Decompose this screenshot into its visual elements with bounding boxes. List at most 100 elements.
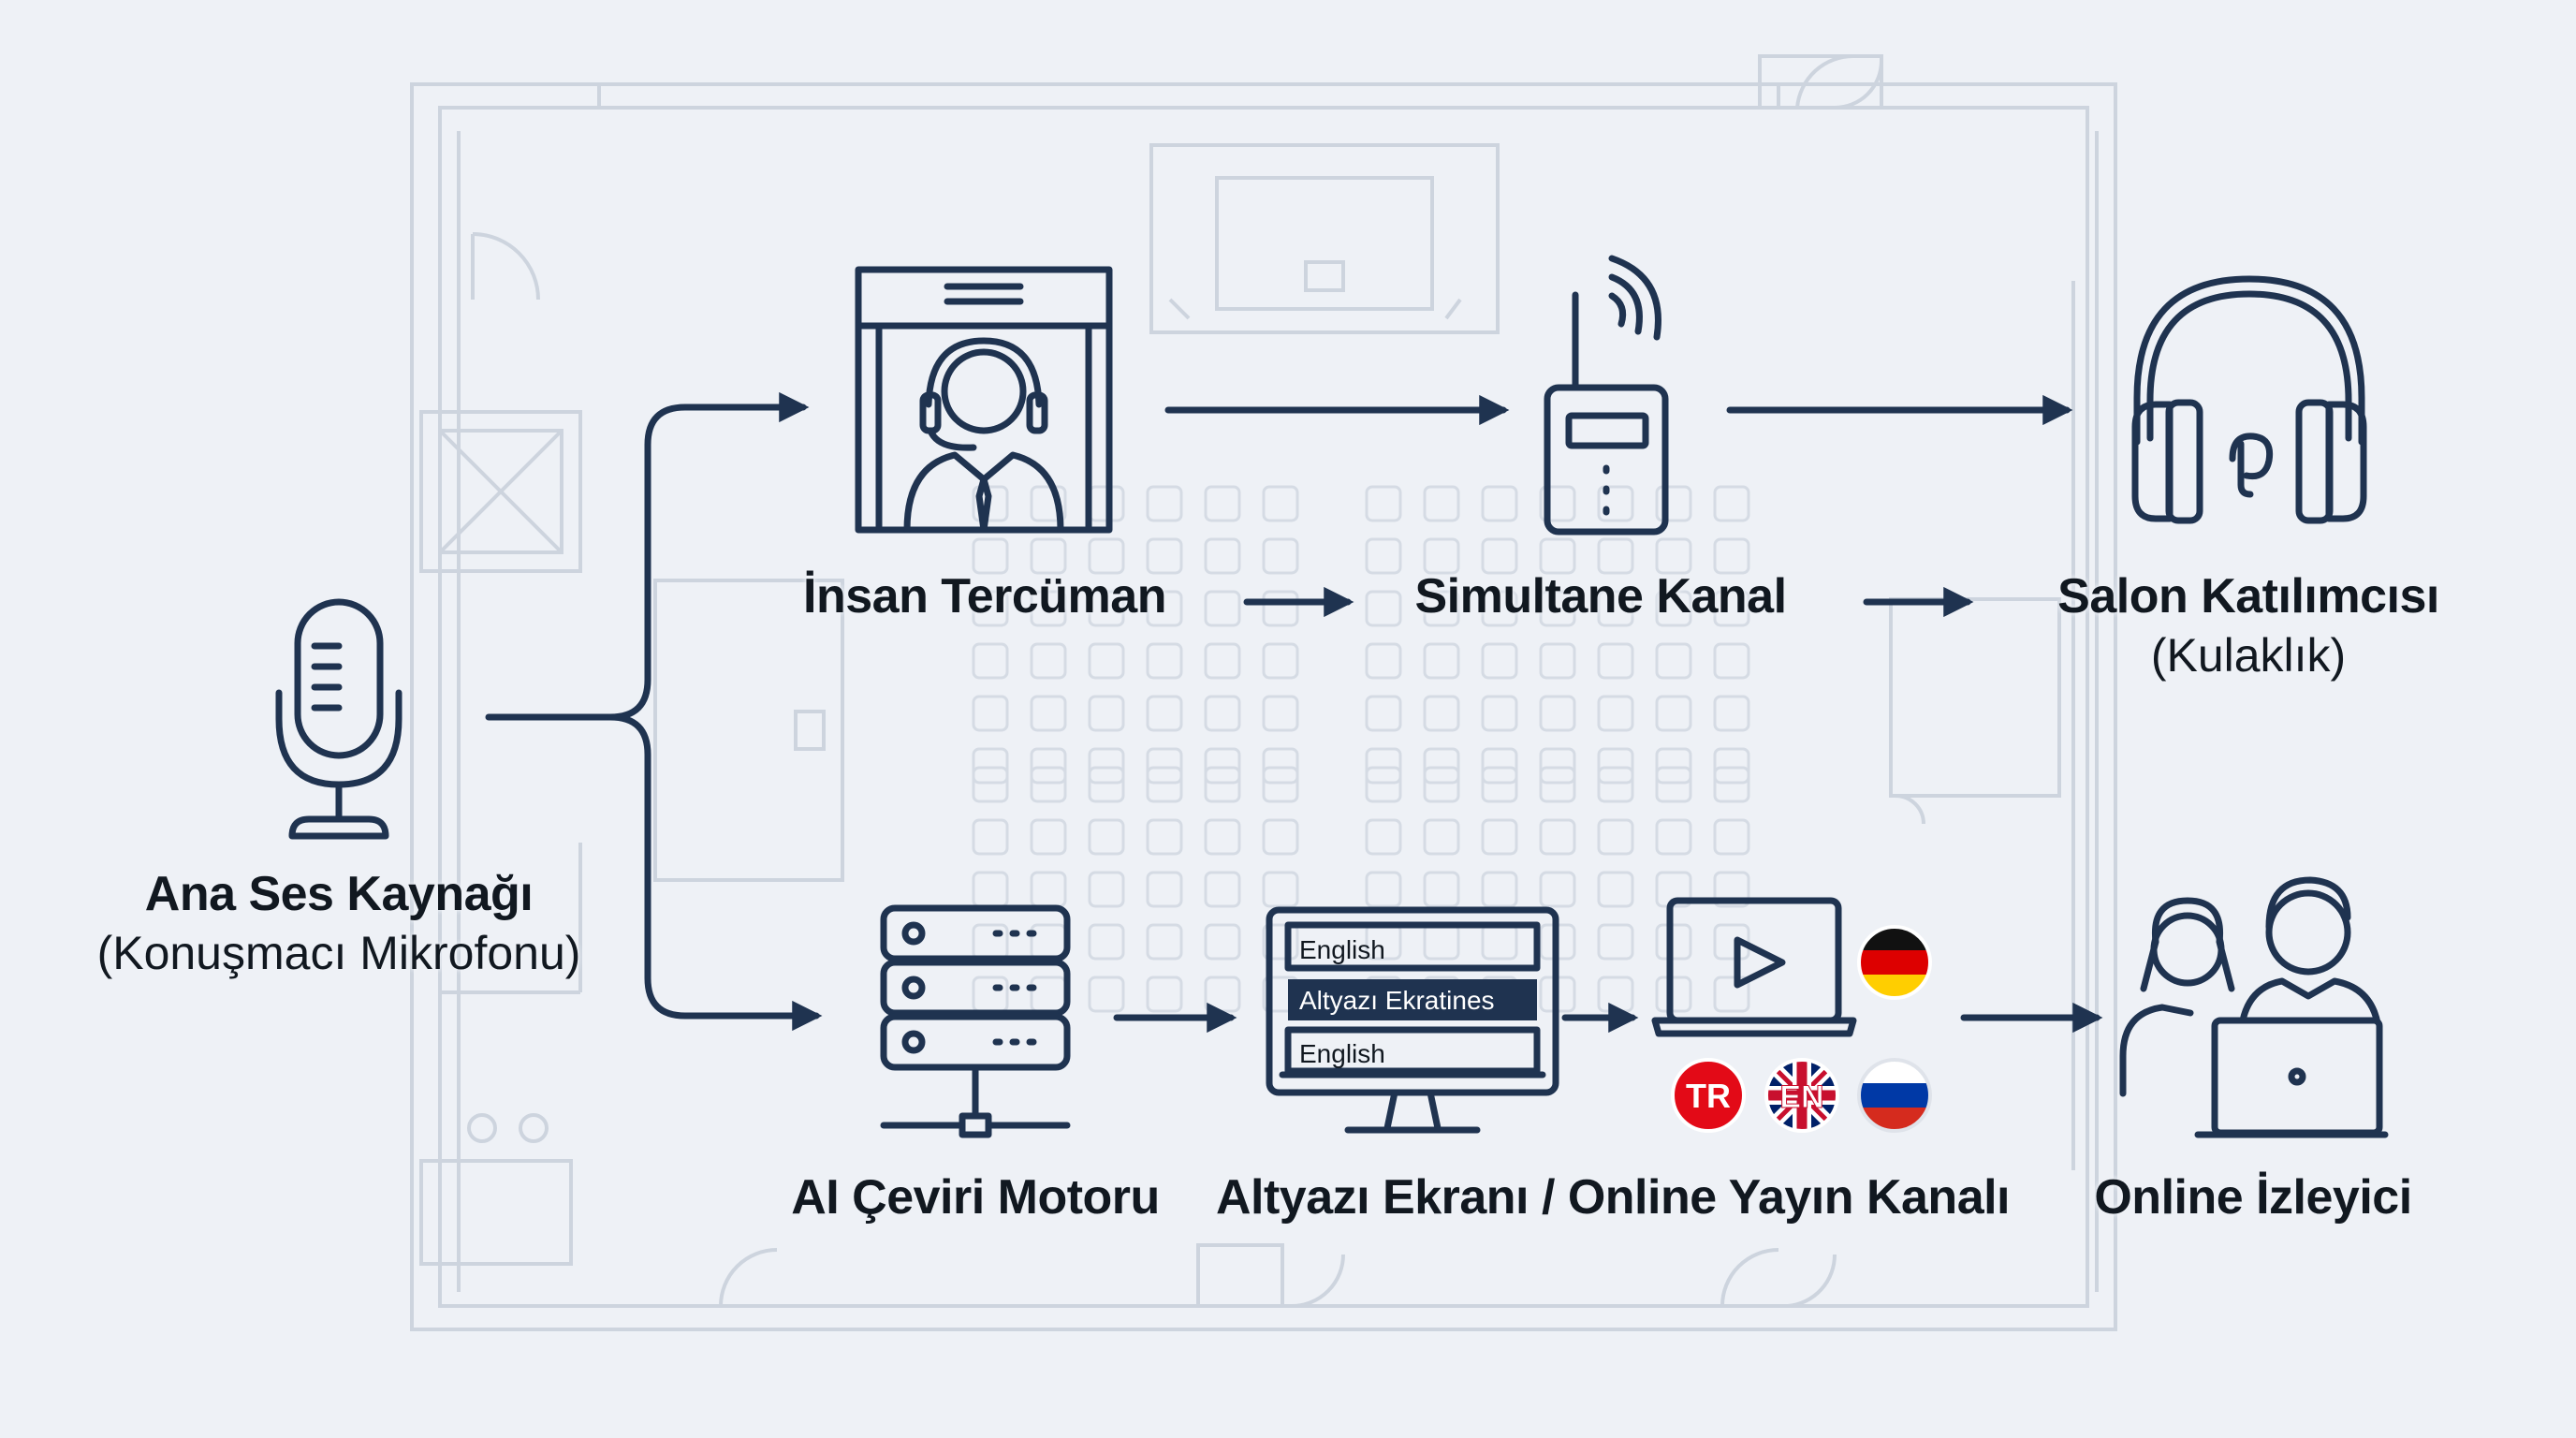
floorplan-seat bbox=[1030, 485, 1067, 522]
floorplan-seat bbox=[972, 818, 1009, 856]
floorplan-seat bbox=[1539, 818, 1576, 856]
floorplan-seat bbox=[1262, 485, 1299, 522]
floorplan-seat bbox=[1030, 766, 1067, 803]
floorplan-seat bbox=[1713, 871, 1750, 908]
floorplan-seat bbox=[1655, 485, 1692, 522]
floorplan-seat bbox=[1481, 747, 1518, 785]
floorplan-seat bbox=[1146, 871, 1183, 908]
subtitle-line-2: Altyazı Ekratines bbox=[1299, 986, 1495, 1015]
floorplan-seat bbox=[1481, 642, 1518, 680]
viewers-laptop-icon bbox=[2119, 876, 2389, 1138]
floorplan-seat bbox=[1088, 766, 1125, 803]
subtitle-line-1: English bbox=[1299, 935, 1385, 964]
listener-subtitle: (Kulaklık) bbox=[2150, 629, 2347, 682]
floorplan-seat bbox=[1204, 818, 1241, 856]
floorplan-seat bbox=[1088, 871, 1125, 908]
floorplan-seat bbox=[1088, 818, 1125, 856]
floorplan-seat bbox=[1423, 695, 1460, 732]
floorplan-seat bbox=[1655, 766, 1692, 803]
floorplan-seat bbox=[1539, 695, 1576, 732]
floorplan-seat bbox=[1481, 485, 1518, 522]
floorplan-seat bbox=[1597, 590, 1634, 627]
laptop-play-icon bbox=[1651, 897, 1857, 1037]
floorplan-seat bbox=[1597, 871, 1634, 908]
floorplan-seat bbox=[1262, 747, 1299, 785]
subtitle-line-3: English bbox=[1299, 1039, 1385, 1068]
floorplan-seat bbox=[1088, 590, 1125, 627]
floorplan-seat bbox=[1713, 590, 1750, 627]
subtitle-highlight-bar bbox=[1288, 979, 1537, 1020]
floorplan-seat bbox=[1597, 642, 1634, 680]
floorplan-seat bbox=[972, 642, 1009, 680]
floorplan-seat bbox=[1204, 537, 1241, 575]
floorplan-seat bbox=[1481, 766, 1518, 803]
floorplan-seat bbox=[1030, 818, 1067, 856]
floorplan-seat bbox=[1423, 871, 1460, 908]
floorplan-seat bbox=[1481, 695, 1518, 732]
floorplan-seat bbox=[1262, 766, 1299, 803]
floorplan-seat bbox=[1539, 537, 1576, 575]
microphone-icon bbox=[275, 598, 402, 840]
floorplan-seat bbox=[1539, 642, 1576, 680]
floorplan-seat bbox=[1597, 695, 1634, 732]
floorplan-seat bbox=[1539, 590, 1576, 627]
floorplan-seat bbox=[1365, 642, 1402, 680]
floorplan-seat bbox=[1262, 695, 1299, 732]
floorplan-seat bbox=[1713, 976, 1750, 1013]
floorplan-seat bbox=[1088, 923, 1125, 961]
floorplan-seat bbox=[1262, 642, 1299, 680]
floorplan-seat bbox=[1088, 537, 1125, 575]
floorplan-seat bbox=[1030, 537, 1067, 575]
floorplan-seat bbox=[1262, 818, 1299, 856]
floorplan-seat bbox=[1655, 976, 1692, 1013]
floorplan-seat bbox=[1655, 871, 1692, 908]
floorplan-seat bbox=[1713, 485, 1750, 522]
floorplan-seat bbox=[1481, 537, 1518, 575]
floorplan-seat bbox=[972, 537, 1009, 575]
floorplan-seat bbox=[972, 485, 1009, 522]
floorplan-seat bbox=[1481, 818, 1518, 856]
floorplan-seat bbox=[1365, 485, 1402, 522]
floorplan-seat bbox=[1146, 976, 1183, 1013]
floorplan-seat bbox=[1146, 485, 1183, 522]
server-stack-icon bbox=[880, 904, 1071, 1138]
receiver-transmitter-icon bbox=[1544, 255, 1669, 536]
floorplan-seat bbox=[1539, 871, 1576, 908]
floorplan-seat bbox=[1655, 537, 1692, 575]
floorplan-seat bbox=[1713, 537, 1750, 575]
floorplan-seat bbox=[1146, 695, 1183, 732]
floorplan-seat bbox=[1597, 923, 1634, 961]
floorplan-seat bbox=[1481, 590, 1518, 627]
floorplan-seat bbox=[1088, 642, 1125, 680]
floorplan-seat bbox=[1423, 642, 1460, 680]
engine-label: AI Çeviri Motoru bbox=[791, 1170, 1160, 1225]
floorplan-seat bbox=[1597, 818, 1634, 856]
screen-label: Altyazı Ekranı / Online Yayın Kanalı bbox=[1215, 1170, 2011, 1225]
floorplan-seat bbox=[1539, 747, 1576, 785]
floorplan-seat bbox=[1655, 818, 1692, 856]
floorplan-seat bbox=[1030, 590, 1067, 627]
floorplan-seat bbox=[1146, 537, 1183, 575]
germany-flag-icon bbox=[1857, 925, 1932, 1000]
floorplan-seat bbox=[972, 695, 1009, 732]
floorplan-seat bbox=[1204, 766, 1241, 803]
floorplan-seat bbox=[1365, 871, 1402, 908]
floorplan-seat bbox=[1262, 537, 1299, 575]
floorplan-seat bbox=[1146, 642, 1183, 680]
floorplan-seat bbox=[1423, 818, 1460, 856]
floorplan-seat bbox=[1597, 747, 1634, 785]
floorplan-seat bbox=[1146, 923, 1183, 961]
subtitle-monitor-icon bbox=[1266, 906, 1559, 1134]
floorplan-seat bbox=[1146, 747, 1183, 785]
floorplan-seat bbox=[1365, 537, 1402, 575]
floorplan-seat bbox=[1146, 590, 1183, 627]
floorplan-seat bbox=[1030, 695, 1067, 732]
floorplan-seat bbox=[1146, 818, 1183, 856]
floorplan-seat bbox=[1365, 695, 1402, 732]
floorplan-seat bbox=[1539, 766, 1576, 803]
floorplan-seat bbox=[1204, 871, 1241, 908]
floorplan-seat bbox=[1365, 747, 1402, 785]
floorplan-seat bbox=[1713, 695, 1750, 732]
floorplan-seat bbox=[1204, 642, 1241, 680]
